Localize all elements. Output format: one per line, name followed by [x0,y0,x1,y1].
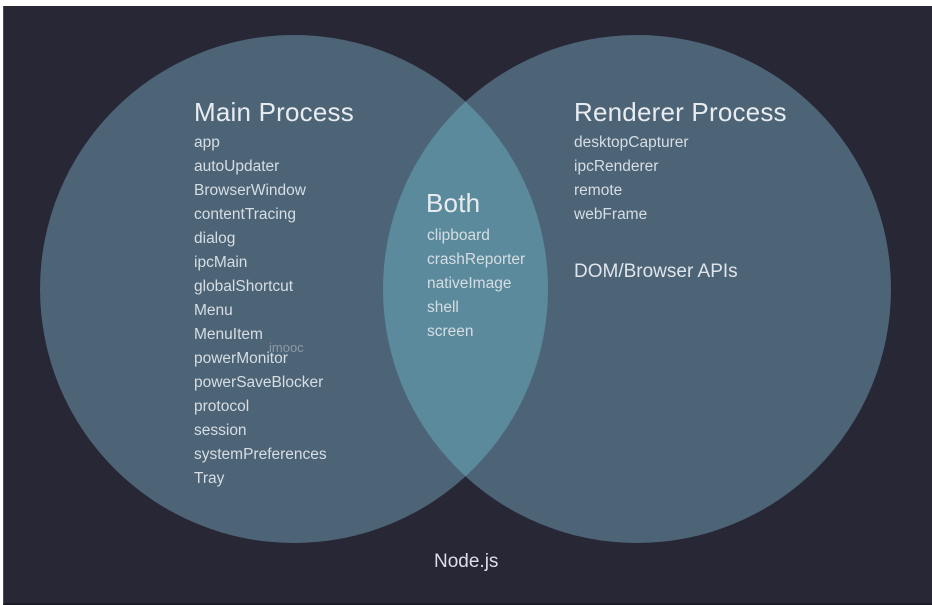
renderer-process-list: desktopCapturer ipcRenderer remote webFr… [574,131,689,227]
list-item: Menu [194,302,233,319]
list-item: powerSaveBlocker [194,374,324,391]
diagram-stage: Main Process app autoUpdater BrowserWind… [3,6,932,605]
list-item: ipcRenderer [574,158,659,175]
list-item: desktopCapturer [574,134,689,151]
dom-browser-apis-label: DOM/Browser APIs [574,261,738,282]
list-item: app [194,134,220,151]
list-item: shell [427,299,459,316]
renderer-process-title: Renderer Process [574,97,787,127]
list-item: autoUpdater [194,158,280,175]
list-item: ipcMain [194,254,248,271]
list-item: screen [427,323,474,340]
list-item: Tray [194,470,225,487]
list-item: powerMonitor [194,350,288,367]
watermark: imooc [269,340,304,355]
list-item: BrowserWindow [194,182,306,199]
list-item: dialog [194,230,236,247]
list-item: session [194,422,247,439]
both-list: clipboard crashReporter nativeImage shel… [427,224,525,344]
list-item: systemPreferences [194,446,327,463]
list-item: remote [574,182,623,199]
both-title: Both [426,188,481,218]
main-process-list: app autoUpdater BrowserWindow contentTra… [194,131,327,491]
list-item: protocol [194,398,250,415]
list-item: nativeImage [427,275,512,292]
nodejs-label: Node.js [434,551,499,572]
list-item: crashReporter [427,251,526,268]
list-item: contentTracing [194,206,296,223]
overlap-region [383,35,548,543]
main-process-title: Main Process [194,97,354,127]
list-item: globalShortcut [194,278,294,295]
list-item: webFrame [574,206,648,223]
venn-diagram [40,35,891,543]
list-item: MenuItem [194,326,263,343]
list-item: clipboard [427,227,490,244]
